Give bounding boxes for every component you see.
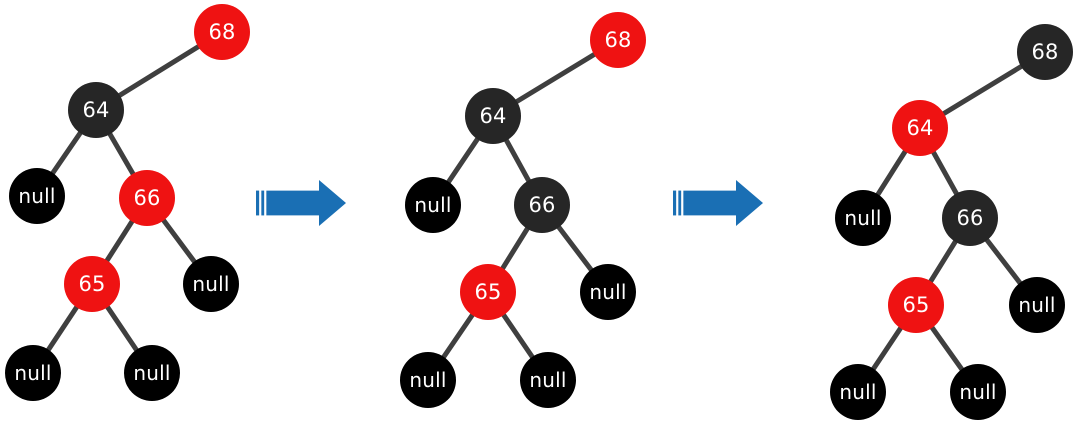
node-label: 66 [528,192,556,217]
node-label: null [589,280,627,304]
node-label: 66 [133,185,161,210]
tree-node-65: 65 [888,277,944,333]
node-label: 64 [82,97,110,122]
node-label: 64 [479,103,507,128]
node-label: 68 [604,27,632,52]
tree-node-68: 68 [1017,24,1073,80]
tree-node-66: 66 [119,170,175,226]
tree-node-65: 65 [64,256,120,312]
tree-node-64: 64 [465,88,521,144]
tree-node-66: 66 [942,190,998,246]
tree-node-null-nil: null [183,256,239,312]
tree-node-66: 66 [514,177,570,233]
tree-node-null-nil: null [830,364,886,420]
tree-node-68: 68 [194,4,250,60]
arrow-glyph-icon [673,180,763,226]
tree-node-null-nil: null [9,168,65,224]
node-label: null [844,206,882,230]
node-label: 68 [1031,39,1059,64]
node-label: 66 [956,205,984,230]
node-label: 68 [208,19,236,44]
node-label: null [192,272,230,296]
node-label: null [14,361,52,385]
node-label: null [529,368,567,392]
node-label: 65 [902,292,930,317]
tree-node-64: 64 [68,82,124,138]
node-label: 65 [474,279,502,304]
node-label: 65 [78,271,106,296]
tree-node-null-nil: null [835,190,891,246]
tree-node-null-nil: null [520,352,576,408]
tree-node-null-nil: null [124,345,180,401]
node-label: null [18,184,56,208]
tree-node-68: 68 [590,12,646,68]
step-2-to-3-arrow [673,180,763,226]
node-label: 64 [906,115,934,140]
node-label: null [133,361,171,385]
step-1-to-2-arrow [256,180,346,226]
node-label: null [409,368,447,392]
tree-node-65: 65 [460,264,516,320]
tree-node-64: 64 [892,100,948,156]
node-label: null [1018,293,1056,317]
node-label: null [959,380,997,404]
node-label: null [414,193,452,217]
tree-node-null-nil: null [5,345,61,401]
tree-node-null-nil: null [580,264,636,320]
tree-node-null-nil: null [1009,277,1065,333]
tree-node-null-nil: null [950,364,1006,420]
tree-node-null-nil: null [400,352,456,408]
node-label: null [839,380,877,404]
tree-node-null-nil: null [405,177,461,233]
arrow-glyph-icon [256,180,346,226]
